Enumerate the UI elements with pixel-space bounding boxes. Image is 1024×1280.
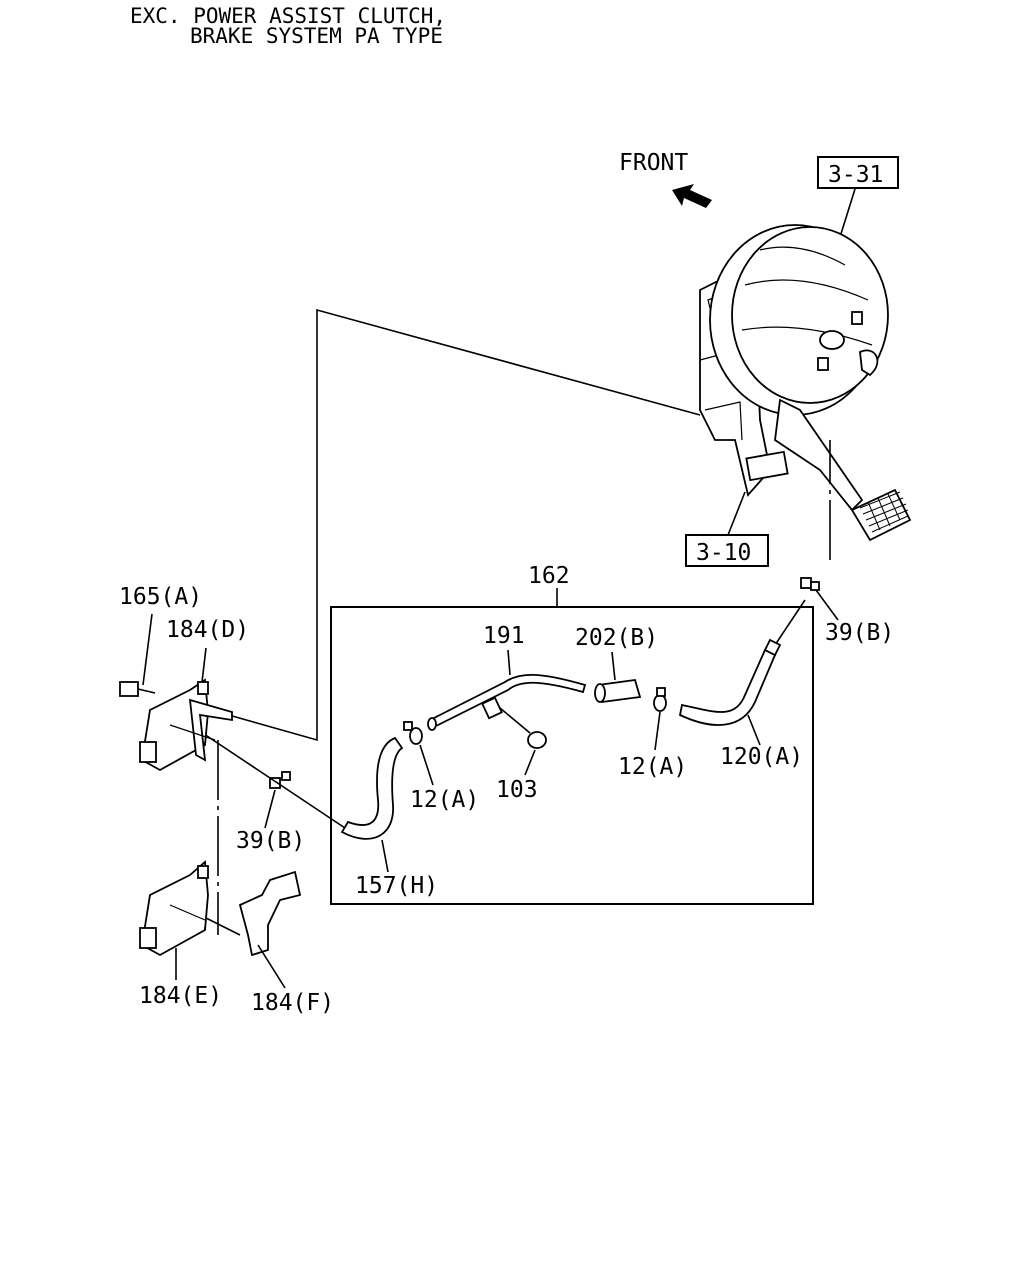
hose-157h [340,736,404,840]
hose-120a [678,638,782,726]
callout-39b-left[interactable]: 39(B) [236,789,305,854]
label-184d[interactable]: 184(D) [166,617,249,643]
ref-booster-label: 3-31 [828,162,883,188]
hose-202b [594,679,642,703]
callout-39b-right[interactable]: 39(B) [815,589,894,646]
clamp-12a-right [653,687,667,712]
callout-120a[interactable]: 120(A) [720,714,803,770]
ref-box-booster[interactable]: 3-31 [817,156,899,189]
pipe-191 [427,673,587,731]
label-12a-right[interactable]: 12(A) [618,754,687,780]
ref-pedal-label: 3-10 [696,540,751,566]
callout-184f[interactable]: 184(F) [251,944,334,1016]
label-103[interactable]: 103 [496,777,538,803]
bolt-165a [119,681,156,697]
grommet-103 [499,707,547,749]
booster-pedal-assembly [699,224,912,542]
clip-39b-left [269,771,291,789]
label-184f[interactable]: 184(F) [251,990,334,1016]
label-120a[interactable]: 120(A) [720,744,803,770]
label-191[interactable]: 191 [483,623,525,649]
header-line-2: BRAKE SYSTEM PA TYPE [190,24,443,48]
callout-202b[interactable]: 202(B) [575,625,658,681]
label-184e[interactable]: 184(E) [139,983,222,1009]
ref-box-pedal[interactable]: 3-10 [685,534,769,567]
callout-184d[interactable]: 184(D) [166,617,249,683]
callout-12a-right[interactable]: 12(A) [618,711,687,780]
callout-157h[interactable]: 157(H) [355,839,438,899]
label-39b-left[interactable]: 39(B) [236,828,305,854]
arrow-up-left-icon [672,184,712,208]
bracket-184f [238,870,302,957]
label-165a[interactable]: 165(A) [119,584,202,610]
bracket-184e [139,860,209,957]
label-202b[interactable]: 202(B) [575,625,658,651]
label-39b-right[interactable]: 39(B) [825,620,894,646]
label-157h[interactable]: 157(H) [355,873,438,899]
header-line-1: EXC. POWER ASSIST CLUTCH, [130,4,446,28]
label-162[interactable]: 162 [528,563,570,589]
clamp-12a-left [403,721,423,745]
label-12a-left[interactable]: 12(A) [410,787,479,813]
callout-191[interactable]: 191 [483,623,525,676]
front-label: FRONT [619,150,688,176]
callout-103[interactable]: 103 [496,749,538,803]
bracket-184d [139,678,233,772]
callout-12a-left[interactable]: 12(A) [410,744,479,813]
kit-box-162: 162 [330,563,814,905]
callout-165a[interactable]: 165(A) [119,584,202,686]
clip-39b-right [800,577,820,591]
callout-184e[interactable]: 184(E) [139,948,222,1009]
